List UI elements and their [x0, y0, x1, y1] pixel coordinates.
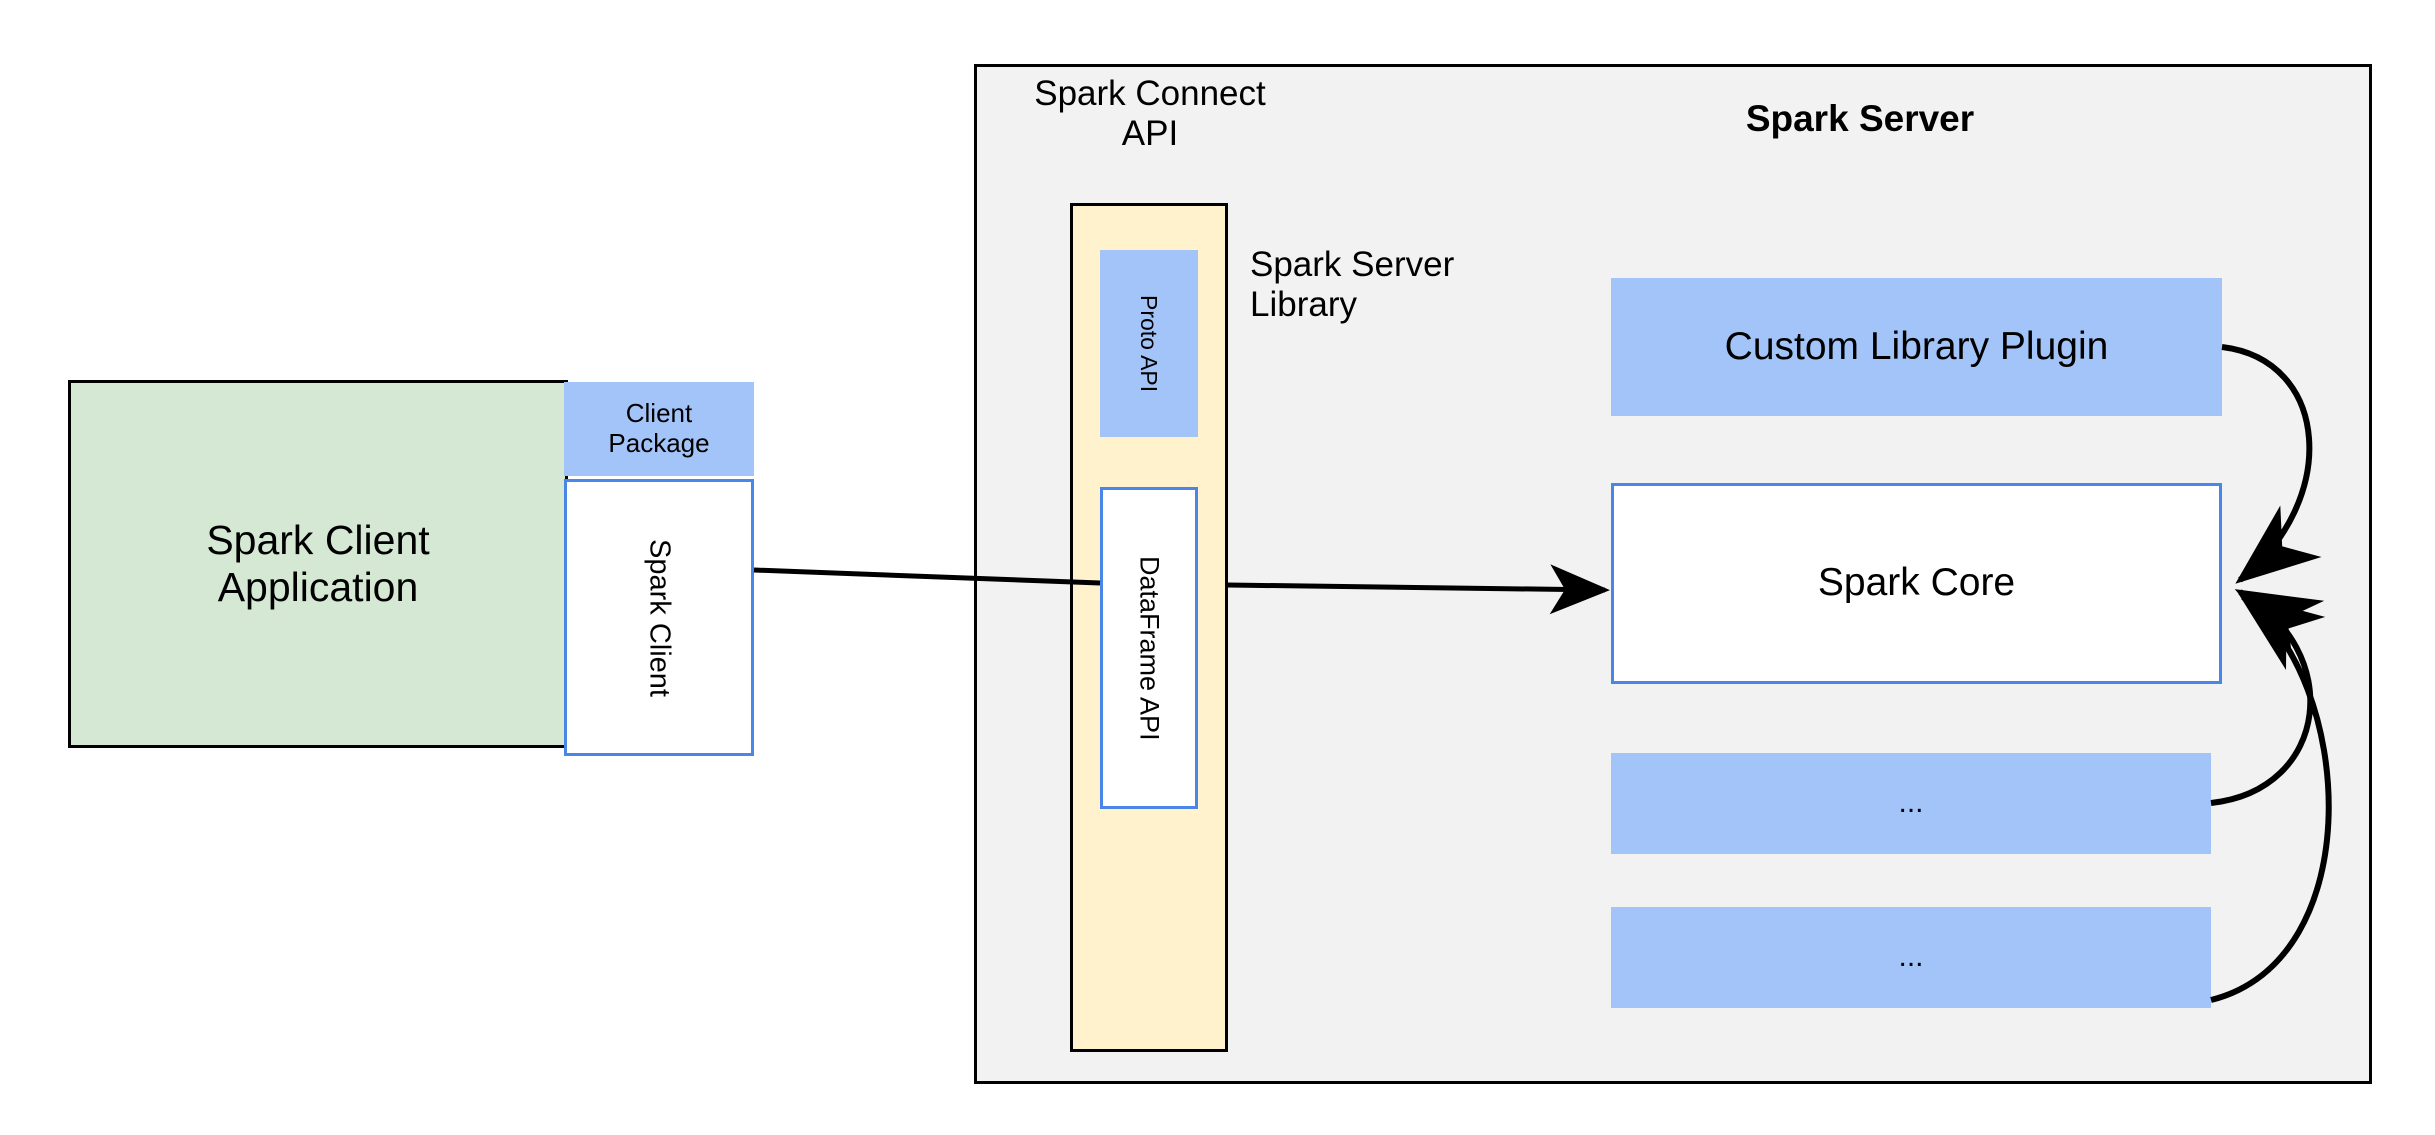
spark-client-application-label-line2: Application	[217, 564, 419, 610]
dataframe-api-box[interactable]: DataFrame API	[1100, 487, 1198, 809]
ellipsis-box-1[interactable]: ...	[1611, 753, 2211, 854]
spark-client-application-box[interactable]: Spark Client Application	[68, 380, 568, 748]
proto-api-label: Proto API	[1136, 294, 1163, 393]
ellipsis-box-2[interactable]: ...	[1611, 907, 2211, 1008]
spark-connect-api-label-line2: API	[1121, 114, 1179, 153]
spark-client-box[interactable]: Spark Client	[564, 479, 754, 756]
spark-client-label: Spark Client	[643, 538, 676, 697]
spark-server-library-label-line1: Spark Server	[1250, 244, 1455, 284]
spark-connect-api-label-line1: Spark Connect	[1034, 73, 1266, 113]
spark-server-title: Spark Server	[1745, 97, 1975, 139]
proto-api-box[interactable]: Proto API	[1100, 250, 1198, 437]
client-package-box[interactable]: Client Package	[564, 382, 754, 476]
dataframe-api-label: DataFrame API	[1134, 555, 1165, 741]
spark-server-library-label-line2: Library	[1250, 285, 1357, 324]
spark-core-box[interactable]: Spark Core	[1611, 483, 2222, 684]
spark-server-library-label: Spark Server Library	[1250, 240, 1550, 330]
spark-connect-api-label: Spark Connect API	[1000, 64, 1300, 164]
custom-library-plugin-box[interactable]: Custom Library Plugin	[1611, 278, 2222, 416]
client-package-label-line1: Client	[625, 398, 693, 429]
client-package-label-line2: Package	[608, 428, 710, 458]
spark-client-application-label-line1: Spark Client	[206, 516, 430, 563]
